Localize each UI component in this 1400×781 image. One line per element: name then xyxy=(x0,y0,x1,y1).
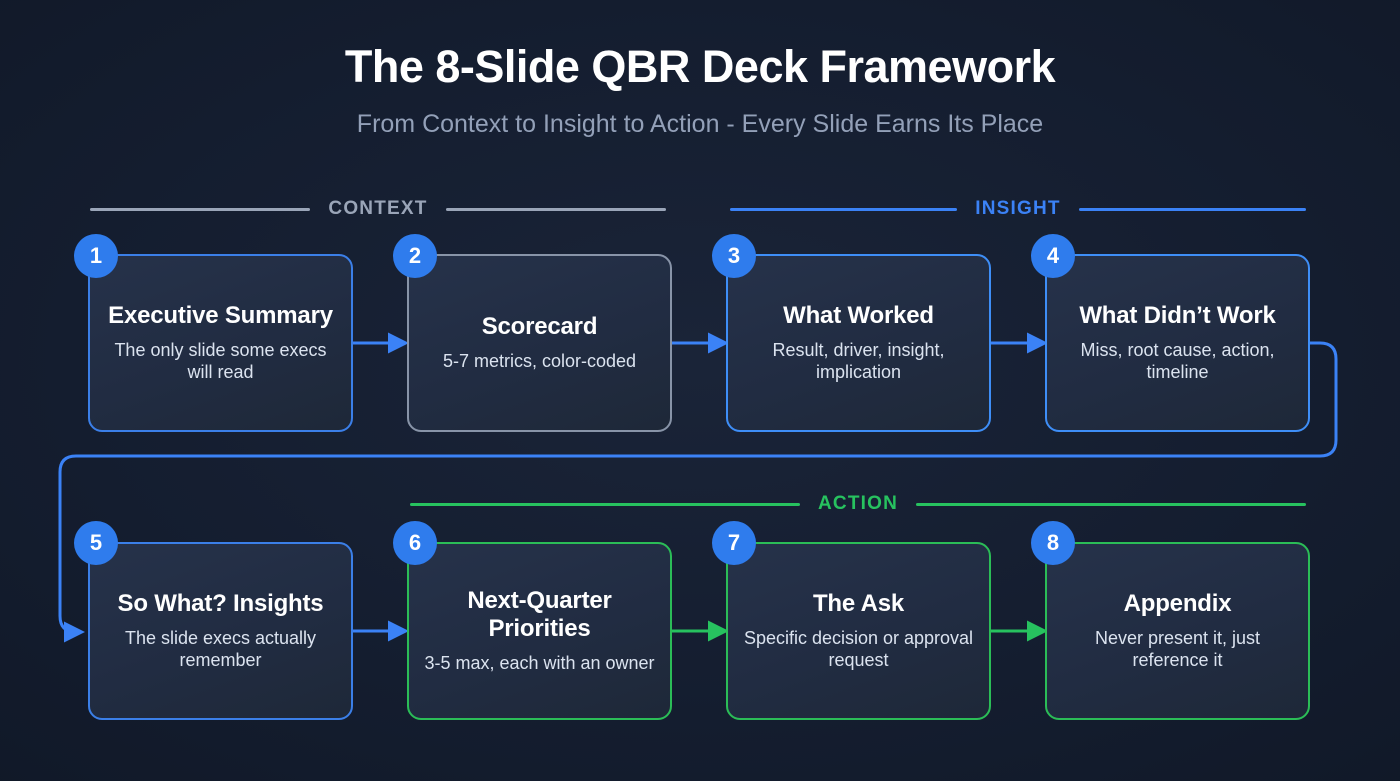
card-description: Specific decision or approval request xyxy=(743,628,974,670)
diagram-header: The 8-Slide QBR Deck Framework From Cont… xyxy=(0,40,1400,139)
card-description: Never present it, just reference it xyxy=(1094,628,1261,670)
card-1[interactable]: Executive Summary The only slide some ex… xyxy=(88,254,353,432)
card-title: Scorecard xyxy=(481,313,598,341)
card-description: The slide execs actually remember xyxy=(124,628,317,670)
page-title: The 8-Slide QBR Deck Framework xyxy=(344,41,1056,92)
section-label-action: ACTION xyxy=(817,493,899,514)
card-4[interactable]: What Didn’t Work Miss, root cause, actio… xyxy=(1045,254,1310,432)
card-title: The Ask xyxy=(812,590,905,618)
card-badge-8: 8 xyxy=(1031,521,1075,565)
card-2[interactable]: Scorecard 5-7 metrics, color-coded xyxy=(407,254,672,432)
section-label-context: CONTEXT xyxy=(328,198,428,219)
section-rule-right xyxy=(1078,207,1306,211)
card-badge-7: 7 xyxy=(712,521,756,565)
section-header-context: CONTEXT xyxy=(90,198,666,220)
section-label-insight: INSIGHT xyxy=(975,198,1061,219)
card-title: Executive Summary xyxy=(108,302,333,330)
card-description: 3-5 max, each with an owner xyxy=(424,653,655,674)
card-5[interactable]: So What? Insights The slide execs actual… xyxy=(88,542,353,720)
card-description: Result, driver, insight, implication xyxy=(772,340,945,382)
section-rule-left xyxy=(410,502,800,506)
card-title: Next-Quarter Priorities xyxy=(467,587,612,643)
card-6[interactable]: Next-Quarter Priorities 3-5 max, each wi… xyxy=(407,542,672,720)
card-7[interactable]: The Ask Specific decision or approval re… xyxy=(726,542,991,720)
card-badge-6: 6 xyxy=(393,521,437,565)
card-badge-3: 3 xyxy=(712,234,756,278)
card-badge-4: 4 xyxy=(1031,234,1075,278)
card-8[interactable]: Appendix Never present it, just referenc… xyxy=(1045,542,1310,720)
card-3[interactable]: What Worked Result, driver, insight, imp… xyxy=(726,254,991,432)
section-rule-right xyxy=(445,207,666,211)
page-subtitle: From Context to Insight to Action - Ever… xyxy=(356,110,1044,139)
card-badge-1: 1 xyxy=(74,234,118,278)
section-rule-left xyxy=(730,207,958,211)
card-description: Miss, root cause, action, timeline xyxy=(1080,340,1275,382)
card-title: What Didn’t Work xyxy=(1079,302,1276,330)
section-rule-left xyxy=(90,207,311,211)
card-badge-2: 2 xyxy=(393,234,437,278)
card-title: Appendix xyxy=(1123,590,1232,618)
section-header-action: ACTION xyxy=(410,493,1306,515)
card-badge-5: 5 xyxy=(74,521,118,565)
card-description: 5-7 metrics, color-coded xyxy=(442,351,637,372)
section-rule-right xyxy=(916,502,1306,506)
card-title: What Worked xyxy=(783,302,934,330)
card-title: So What? Insights xyxy=(117,590,324,618)
section-header-insight: INSIGHT xyxy=(730,198,1306,220)
card-description: The only slide some execs will read xyxy=(114,340,327,382)
